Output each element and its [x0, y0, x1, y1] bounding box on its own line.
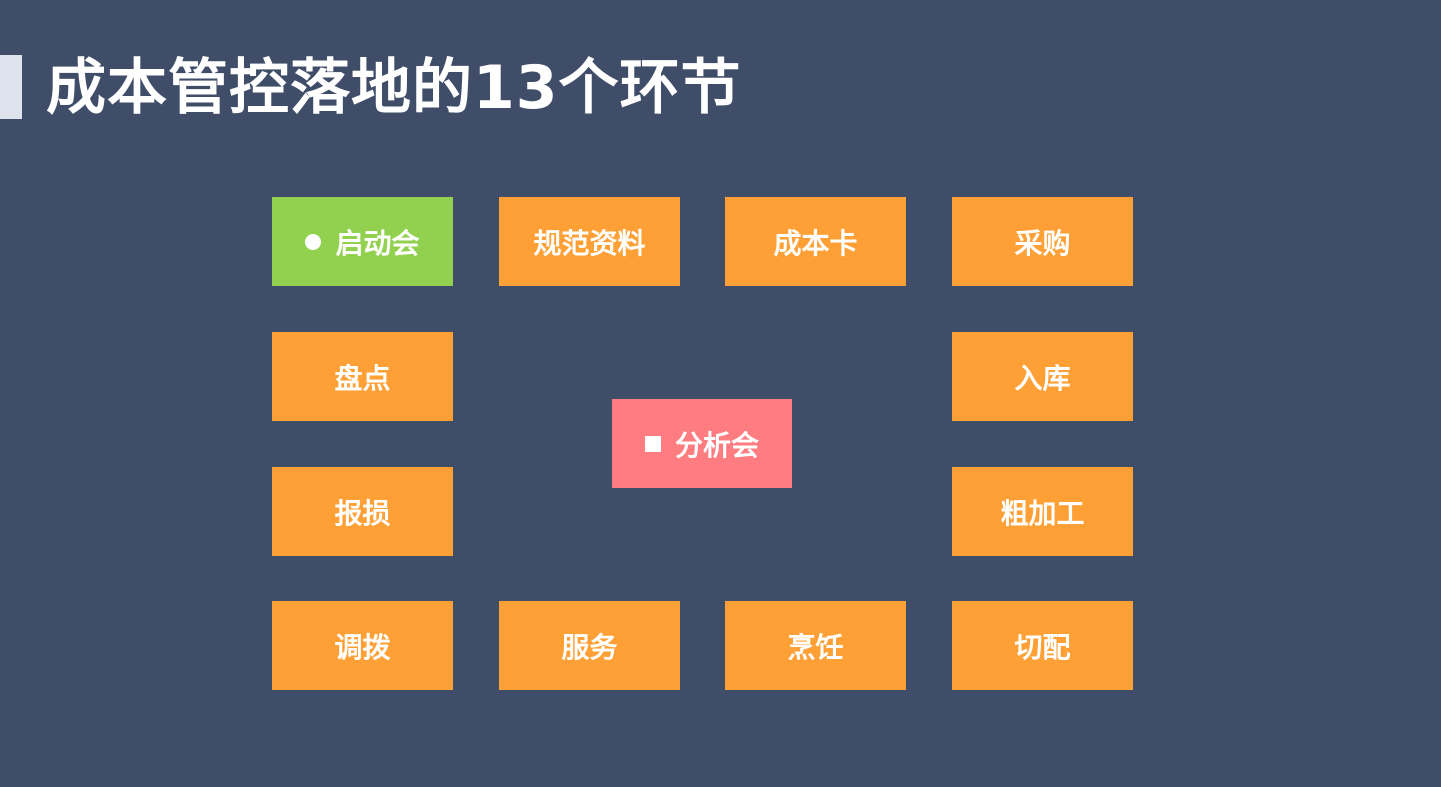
- node-step-label: 入库: [1014, 361, 1071, 395]
- node-step: 盘点: [272, 332, 453, 421]
- node-step: 服务: [499, 601, 680, 690]
- node-step-label: 盘点: [334, 361, 391, 395]
- node-step: 切配: [952, 601, 1133, 690]
- node-step: 成本卡: [725, 197, 906, 286]
- square-bullet-icon: [644, 435, 661, 452]
- node-start: 启动会: [272, 197, 453, 286]
- node-step-label: 调拨: [334, 630, 391, 664]
- node-step: 烹饪: [725, 601, 906, 690]
- node-step-label: 粗加工: [1000, 496, 1085, 530]
- node-step: 规范资料: [499, 197, 680, 286]
- node-step: 粗加工: [952, 467, 1133, 556]
- node-step-label: 成本卡: [773, 226, 858, 260]
- node-step: 报损: [272, 467, 453, 556]
- node-step-label: 采购: [1014, 226, 1071, 260]
- node-step: 入库: [952, 332, 1133, 421]
- node-center-label: 分析会: [674, 428, 759, 462]
- circle-bullet-icon: [305, 233, 322, 250]
- node-step-label: 服务: [561, 630, 618, 664]
- node-step: 调拨: [272, 601, 453, 690]
- node-step-label: 报损: [334, 496, 391, 530]
- node-start-label: 启动会: [335, 226, 420, 260]
- node-step: 采购: [952, 197, 1133, 286]
- node-step-label: 烹饪: [787, 630, 844, 664]
- node-step-label: 规范资料: [533, 226, 646, 260]
- node-center: 分析会: [612, 399, 792, 488]
- title-accent-bar: [0, 55, 22, 119]
- slide-title: 成本管控落地的13个环节: [46, 53, 742, 123]
- node-step-label: 切配: [1014, 630, 1071, 664]
